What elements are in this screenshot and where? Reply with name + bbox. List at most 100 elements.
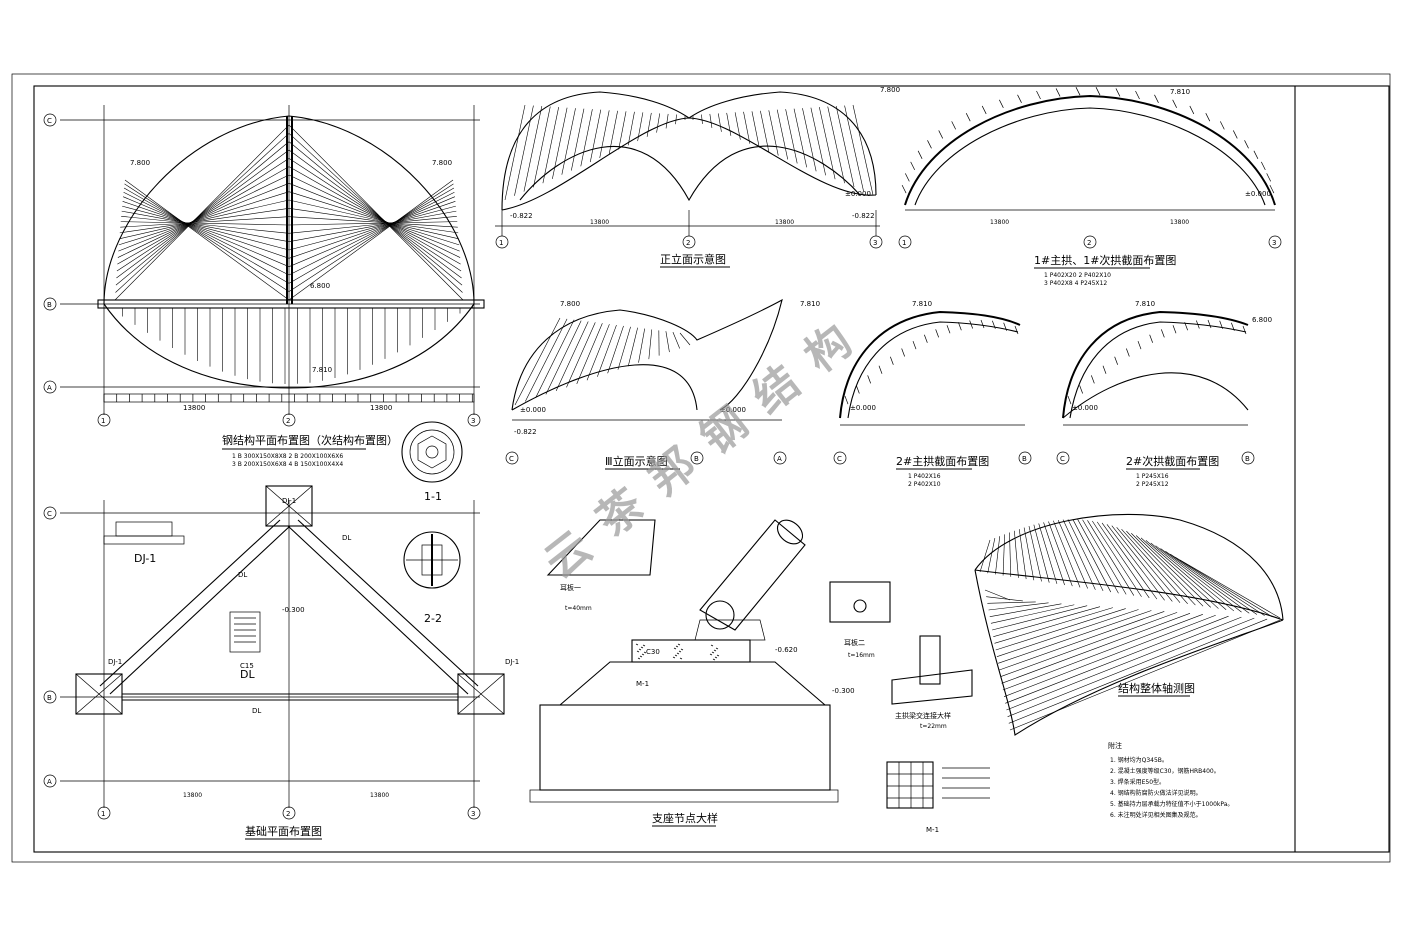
- bubble-a: A: [47, 384, 52, 392]
- hatch-line: [504, 104, 526, 201]
- hatch-line: [1000, 612, 1178, 677]
- hatch-line: [665, 331, 670, 353]
- hatch-line: [1154, 94, 1159, 103]
- plan-grid-bubbles: C B A 1 2 3: [43, 113, 481, 427]
- hatch-line: [288, 183, 460, 252]
- arch1-elev-zero: ±0.000: [1245, 190, 1271, 198]
- found-dim-left: 13800: [183, 792, 202, 799]
- side-elev-right: 7.810: [800, 300, 820, 308]
- hatch-line: [751, 111, 760, 148]
- hatch-line: [639, 655, 643, 658]
- section-2-2: 2-2: [403, 531, 461, 625]
- hatch-line: [288, 158, 462, 272]
- hatch-line: [946, 325, 951, 334]
- hatch-line: [905, 173, 910, 182]
- hatch-line: [122, 201, 290, 259]
- front-elev-neg-right: -0.822: [852, 212, 875, 220]
- hatch-line: [938, 130, 944, 139]
- arch1-dim-right: 13800: [1170, 219, 1189, 226]
- hatch-line: [997, 610, 1152, 664]
- footing-elev: -0.300: [832, 687, 855, 695]
- front-bubble-2: 2: [686, 239, 690, 247]
- hatch-line: [288, 183, 454, 292]
- found-bubble-b: B: [47, 694, 52, 702]
- hatch-line: [992, 605, 1088, 631]
- arch1-legend-1: 1 P402X20 2 P402X10: [1044, 272, 1111, 279]
- hatch-line: [709, 113, 713, 128]
- hatch-line: [715, 647, 719, 650]
- hatch-line: [627, 111, 635, 146]
- hatch-line: [288, 149, 462, 279]
- hatch-line: [1095, 87, 1101, 96]
- hatch-line: [1174, 556, 1273, 618]
- hatch-line: [114, 124, 290, 301]
- side-bubble-a: A: [777, 455, 782, 463]
- hatch-line: [1062, 519, 1096, 590]
- note-2: 2. 混凝土强度等级C30，钢筋HRB400。: [1110, 767, 1220, 775]
- hatch-line: [1001, 613, 1191, 684]
- hatch-line: [120, 216, 290, 228]
- note-1: 1. 钢材均为Q345B。: [1110, 756, 1168, 764]
- hatch-line: [122, 205, 290, 251]
- wm-2: 茶: [587, 479, 654, 547]
- hatch-line: [1005, 615, 1229, 704]
- hatch-line: [288, 199, 459, 240]
- hatch-line: [672, 656, 676, 659]
- hatch-line: [525, 318, 568, 402]
- joint-label: 主拱梁交连接大样: [895, 711, 951, 720]
- hatch-line: [121, 210, 290, 242]
- hatch-line: [561, 108, 576, 175]
- hatch-line: [726, 112, 732, 136]
- hatch-line: [910, 161, 915, 171]
- hatch-line: [116, 158, 290, 272]
- hatch-line: [1149, 334, 1153, 343]
- support-node-detail: 耳板一 t=40mm C30 -0.620 -0.300 M-1 支座节点大样: [529, 519, 855, 827]
- hatch-line: [734, 112, 741, 140]
- hatch-line: [1170, 553, 1265, 616]
- hatch-line: [665, 113, 669, 129]
- arch2s-elev-top: 7.810: [1135, 300, 1155, 308]
- hatch-line: [1067, 519, 1104, 592]
- note-6: 6. 未注明处详见相关图集及规范。: [1110, 811, 1202, 819]
- side-elevation: 7.800 7.810 ±0.000 ±0.000 -0.822 C B A Ⅲ…: [505, 298, 820, 470]
- plan-view: 7.800 7.800 6.800 7.810 13800 13800 钢结构平…: [60, 105, 485, 468]
- hatch-line: [638, 648, 642, 651]
- bubble-1: 1: [101, 417, 105, 425]
- hatch-line: [1002, 614, 1203, 691]
- hatch-line: [760, 110, 770, 152]
- hatch-line: [912, 340, 917, 350]
- hatch-line: [986, 596, 1023, 602]
- hatch-line: [924, 334, 928, 343]
- wm-5: 结: [743, 356, 809, 423]
- axon-title: 结构整体轴测图: [1118, 681, 1195, 695]
- hatch-line: [555, 321, 589, 392]
- hatch-line: [1131, 533, 1204, 607]
- plan-title: 钢结构平面布置图（次结构布置图）: [222, 433, 398, 447]
- hatch-line: [793, 108, 807, 168]
- hatch-line: [1002, 534, 1005, 576]
- hatch-line: [1008, 618, 1268, 724]
- hatch-line: [1003, 614, 1216, 697]
- plan-dim-right: 13800: [370, 404, 392, 412]
- hatch-line: [1043, 522, 1065, 586]
- hatch-line: [1116, 527, 1181, 603]
- hatch-line: [677, 643, 681, 646]
- hatch-line: [115, 133, 290, 293]
- hatch-line: [288, 141, 463, 286]
- hatch-line: [1137, 340, 1142, 350]
- hatch-line: [711, 651, 715, 654]
- foundation-title: 基础平面布置图: [245, 825, 322, 838]
- wm-3: 邦: [639, 438, 705, 505]
- hatch-line: [552, 107, 568, 180]
- section-1-1: 1-1: [401, 421, 463, 503]
- hatch-line: [1009, 619, 1281, 731]
- hatch-line: [288, 179, 454, 301]
- hatch-line: [867, 375, 871, 384]
- front-bubble-1: 1: [499, 239, 503, 247]
- hatch-line: [716, 654, 720, 657]
- foundation-plan: DJ-1 DJ-1 DJ-1 DL DL DL DJ-1 -0.300 C15 …: [43, 485, 519, 840]
- hatch-line: [542, 107, 559, 184]
- hatch-line: [1114, 356, 1118, 365]
- hatch-line: [523, 105, 543, 192]
- hatch-line: [288, 191, 460, 246]
